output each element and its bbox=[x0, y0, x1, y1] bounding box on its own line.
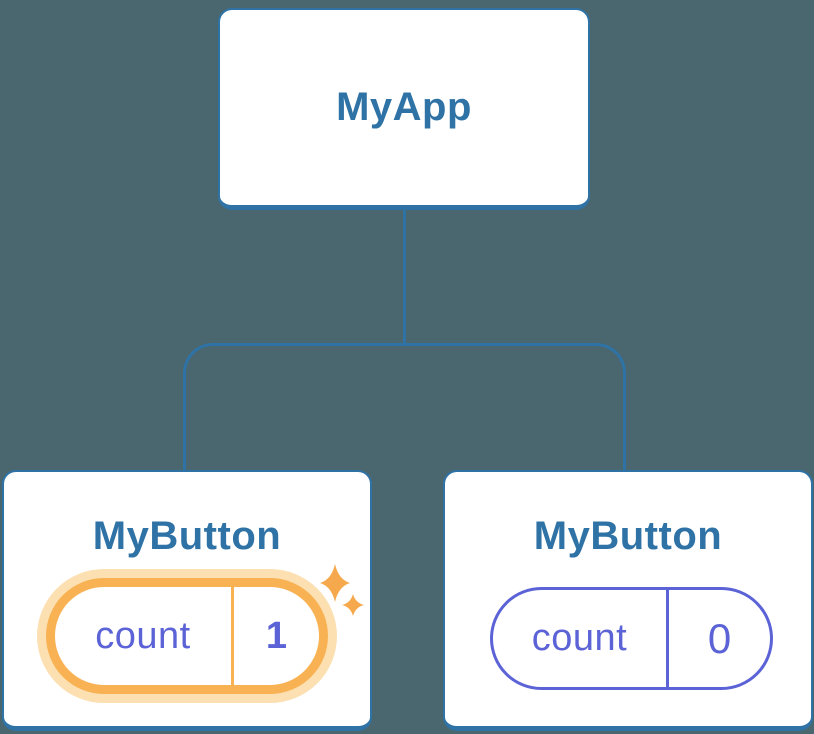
root-node-label: MyApp bbox=[336, 85, 472, 129]
pill-divider bbox=[231, 587, 234, 685]
state-value: 1 bbox=[265, 614, 288, 657]
root-node-myapp: MyApp bbox=[218, 8, 590, 210]
connector-root-stem bbox=[403, 208, 406, 346]
component-node-label: MyButton bbox=[92, 514, 282, 558]
sparkle-large-icon bbox=[320, 564, 350, 602]
component-node-mybutton-2: MyButton count 0 bbox=[443, 470, 813, 731]
state-key: count bbox=[531, 617, 628, 659]
sparkle-small-icon bbox=[342, 594, 364, 616]
pill-divider bbox=[666, 590, 669, 687]
state-pill-plain: count 0 bbox=[490, 587, 773, 690]
state-value: 0 bbox=[707, 614, 732, 662]
component-node-mybutton-1: MyButton count 1 bbox=[2, 470, 372, 731]
state-pill-highlighted: count 1 bbox=[46, 578, 328, 694]
component-node-label: MyButton bbox=[533, 514, 723, 558]
connector-branch-bracket bbox=[183, 343, 626, 472]
state-key: count bbox=[95, 614, 191, 657]
